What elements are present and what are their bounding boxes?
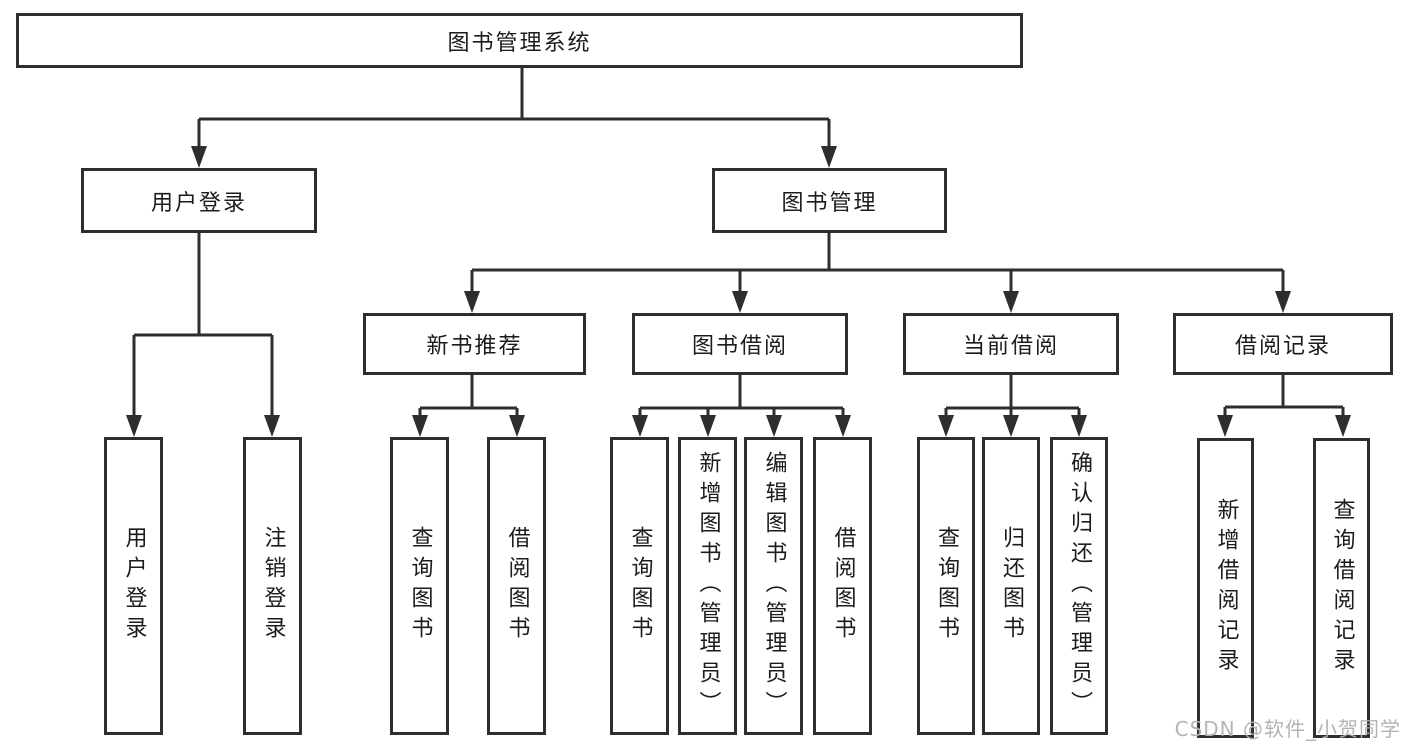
leaf-query-books-2: 查询图书 xyxy=(610,437,669,735)
node-library-system: 图书管理系统 xyxy=(16,13,1023,68)
leaf-logout-label: 注销登录 xyxy=(260,526,286,646)
node-new-book-recommend-label: 新书推荐 xyxy=(426,334,523,359)
leaf-borrow-books-1-label: 借阅图书 xyxy=(504,526,530,646)
node-current-borrowing-label: 当前借阅 xyxy=(962,334,1059,359)
leaf-add-borrow-record: 新增借阅记录 xyxy=(1197,438,1254,738)
node-user-login: 用户登录 xyxy=(81,168,317,233)
leaf-add-borrow-record-label: 新增借阅记录 xyxy=(1213,498,1239,678)
leaf-query-books-1-label: 查询图书 xyxy=(407,526,433,646)
node-book-management-label: 图书管理 xyxy=(781,190,878,216)
node-book-management: 图书管理 xyxy=(712,168,947,233)
node-library-system-label: 图书管理系统 xyxy=(447,30,592,56)
leaf-borrow-books-2: 借阅图书 xyxy=(813,437,872,735)
node-book-borrowing: 图书借阅 xyxy=(632,313,848,375)
node-current-borrowing: 当前借阅 xyxy=(903,313,1119,375)
leaf-confirm-return-admin-label: 确认归还（管理员） xyxy=(1067,451,1092,721)
csdn-watermark: CSDN @软件_小贺同学 xyxy=(1174,717,1401,741)
leaf-borrow-books-1: 借阅图书 xyxy=(487,437,546,735)
leaf-user-login: 用户登录 xyxy=(104,437,163,735)
leaf-query-borrow-record-label: 查询借阅记录 xyxy=(1329,498,1355,678)
leaf-edit-book-admin-label: 编辑图书（管理员） xyxy=(761,451,787,721)
leaf-logout: 注销登录 xyxy=(243,437,302,735)
leaf-return-book-label: 归还图书 xyxy=(999,526,1024,646)
leaf-query-books-1: 查询图书 xyxy=(390,437,449,735)
leaf-edit-book-admin: 编辑图书（管理员） xyxy=(744,437,803,735)
node-borrowing-records: 借阅记录 xyxy=(1173,313,1393,375)
leaf-query-books-2-label: 查询图书 xyxy=(627,526,653,646)
leaf-query-books-3-label: 查询图书 xyxy=(934,526,959,646)
leaf-query-borrow-record: 查询借阅记录 xyxy=(1313,438,1370,738)
leaf-add-book-admin-label: 新增图书（管理员） xyxy=(695,451,721,721)
node-borrowing-records-label: 借阅记录 xyxy=(1234,334,1331,359)
node-user-login-label: 用户登录 xyxy=(150,190,247,216)
leaf-user-login-label: 用户登录 xyxy=(121,526,147,646)
leaf-add-book-admin: 新增图书（管理员） xyxy=(678,437,737,735)
leaf-borrow-books-2-label: 借阅图书 xyxy=(830,526,856,646)
leaf-return-book: 归还图书 xyxy=(982,437,1040,735)
node-new-book-recommend: 新书推荐 xyxy=(363,313,586,375)
leaf-query-books-3: 查询图书 xyxy=(917,437,975,735)
leaf-confirm-return-admin: 确认归还（管理员） xyxy=(1050,437,1108,735)
node-book-borrowing-label: 图书借阅 xyxy=(691,334,788,359)
